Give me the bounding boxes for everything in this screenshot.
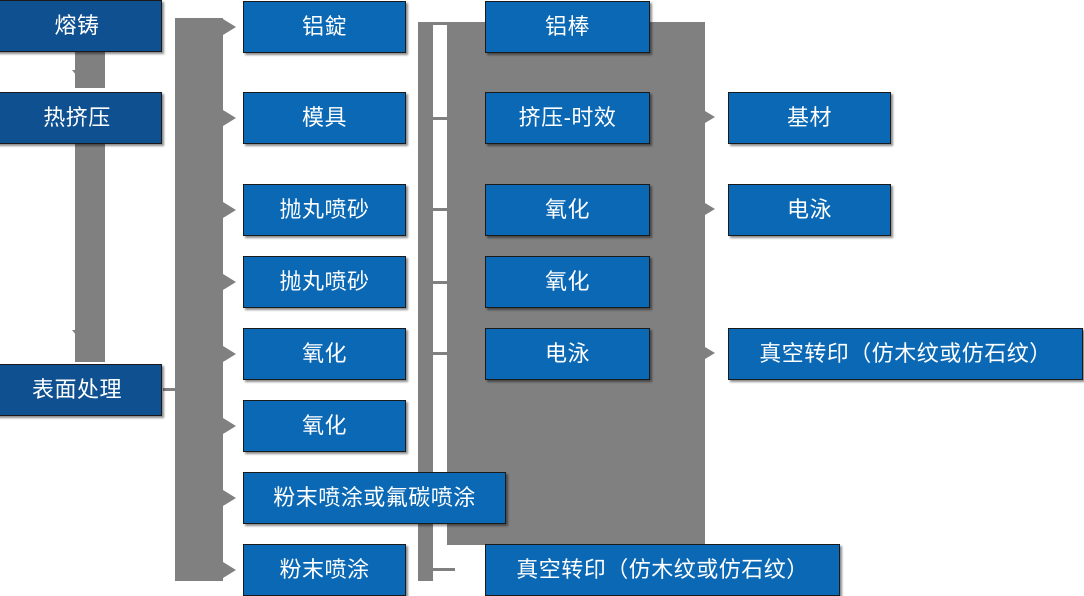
output-label-substrate: 基材 xyxy=(786,105,832,130)
process-box-powder-coating[interactable]: 粉末喷涂 xyxy=(243,544,406,596)
connector-tie-1 xyxy=(433,22,455,25)
process-label-powder-or-fluor: 粉末喷涂或氟碳喷涂 xyxy=(273,485,476,510)
process-box-oxidation-4[interactable]: 氧化 xyxy=(485,256,650,308)
process-box-oxidation-2[interactable]: 氧化 xyxy=(243,400,406,452)
connector-collector-bar xyxy=(418,22,433,581)
output-box-substrate[interactable]: 基材 xyxy=(728,92,891,144)
process-label-electrophoresis-1: 电泳 xyxy=(544,341,590,366)
connector-tie-2 xyxy=(433,117,455,120)
stage-box-extrusion[interactable]: 热挤压 xyxy=(0,92,162,144)
stage-label-surface: 表面处理 xyxy=(31,377,122,402)
arrow-to-oxidation-2 xyxy=(223,418,236,434)
process-label-oxidation-4: 氧化 xyxy=(544,269,590,294)
output-box-vacuum-transfer-2[interactable]: 真空转印（仿木纹或仿石纹） xyxy=(728,328,1083,380)
process-label-extrude-age: 挤压-时效 xyxy=(518,105,617,130)
connector-tie-4 xyxy=(433,281,455,284)
process-label-shot-blast-2: 抛丸喷砂 xyxy=(279,269,370,294)
arrow-to-powder-or-fluor xyxy=(223,490,236,506)
process-box-vacuum-transfer-1[interactable]: 真空转印（仿木纹或仿石纹） xyxy=(485,544,840,596)
process-box-ingot[interactable]: 铝錠 xyxy=(243,1,406,53)
arrow-to-shot-blast-2 xyxy=(223,274,236,290)
arrow-to-ingot xyxy=(223,19,236,35)
arrow-to-powder-coating xyxy=(223,562,236,578)
connector-surface-stub xyxy=(163,388,185,391)
process-box-oxidation-1[interactable]: 氧化 xyxy=(243,328,406,380)
process-box-shot-blast-1[interactable]: 抛丸喷砂 xyxy=(243,184,406,236)
connector-tie-5 xyxy=(433,352,455,355)
stage-box-surface[interactable]: 表面处理 xyxy=(0,364,162,416)
connector-fanout-band xyxy=(175,18,223,581)
process-label-vacuum-transfer-1: 真空转印（仿木纹或仿石纹） xyxy=(516,557,809,582)
process-label-shot-blast-1: 抛丸喷砂 xyxy=(279,197,370,222)
process-label-oxidation-1: 氧化 xyxy=(301,341,347,366)
process-label-oxidation-2: 氧化 xyxy=(301,413,347,438)
arrow-to-electrophoresis-2 xyxy=(705,203,715,215)
process-box-shot-blast-2[interactable]: 抛丸喷砂 xyxy=(243,256,406,308)
process-label-ingot: 铝錠 xyxy=(301,14,347,39)
process-box-al-bar[interactable]: 铝棒 xyxy=(485,1,650,53)
process-box-extrude-age[interactable]: 挤压-时效 xyxy=(485,92,650,144)
process-box-electrophoresis-1[interactable]: 电泳 xyxy=(485,328,650,380)
connector-tie-6 xyxy=(433,568,455,571)
process-label-al-bar: 铝棒 xyxy=(544,14,590,39)
process-label-mold: 模具 xyxy=(301,105,347,130)
arrow-to-substrate xyxy=(705,111,715,123)
connector-tie-3 xyxy=(433,208,455,211)
process-box-oxidation-3[interactable]: 氧化 xyxy=(485,184,650,236)
process-box-powder-or-fluor[interactable]: 粉末喷涂或氟碳喷涂 xyxy=(243,472,506,524)
stage-label-casting: 熔铸 xyxy=(54,13,100,38)
arrow-to-oxidation-1 xyxy=(223,346,236,362)
process-box-mold[interactable]: 模具 xyxy=(243,92,406,144)
stage-label-extrusion: 热挤压 xyxy=(43,105,111,130)
process-label-oxidation-3: 氧化 xyxy=(544,197,590,222)
process-label-powder-coating: 粉末喷涂 xyxy=(279,557,370,582)
output-box-electrophoresis-2[interactable]: 电泳 xyxy=(728,184,891,236)
arrow-to-mold xyxy=(223,110,236,126)
output-label-electrophoresis-2: 电泳 xyxy=(786,197,832,222)
arrow-to-vacuum-transfer-2 xyxy=(705,347,715,359)
arrow-to-shot-blast-1 xyxy=(223,202,236,218)
stage-box-casting[interactable]: 熔铸 xyxy=(0,0,162,52)
connector-stage-arrow-down-2 xyxy=(72,330,90,341)
connector-stage-arrow-down xyxy=(72,70,90,81)
connector-stage-trunk-2 xyxy=(75,140,105,362)
output-label-vacuum-transfer-2: 真空转印（仿木纹或仿石纹） xyxy=(759,341,1052,366)
